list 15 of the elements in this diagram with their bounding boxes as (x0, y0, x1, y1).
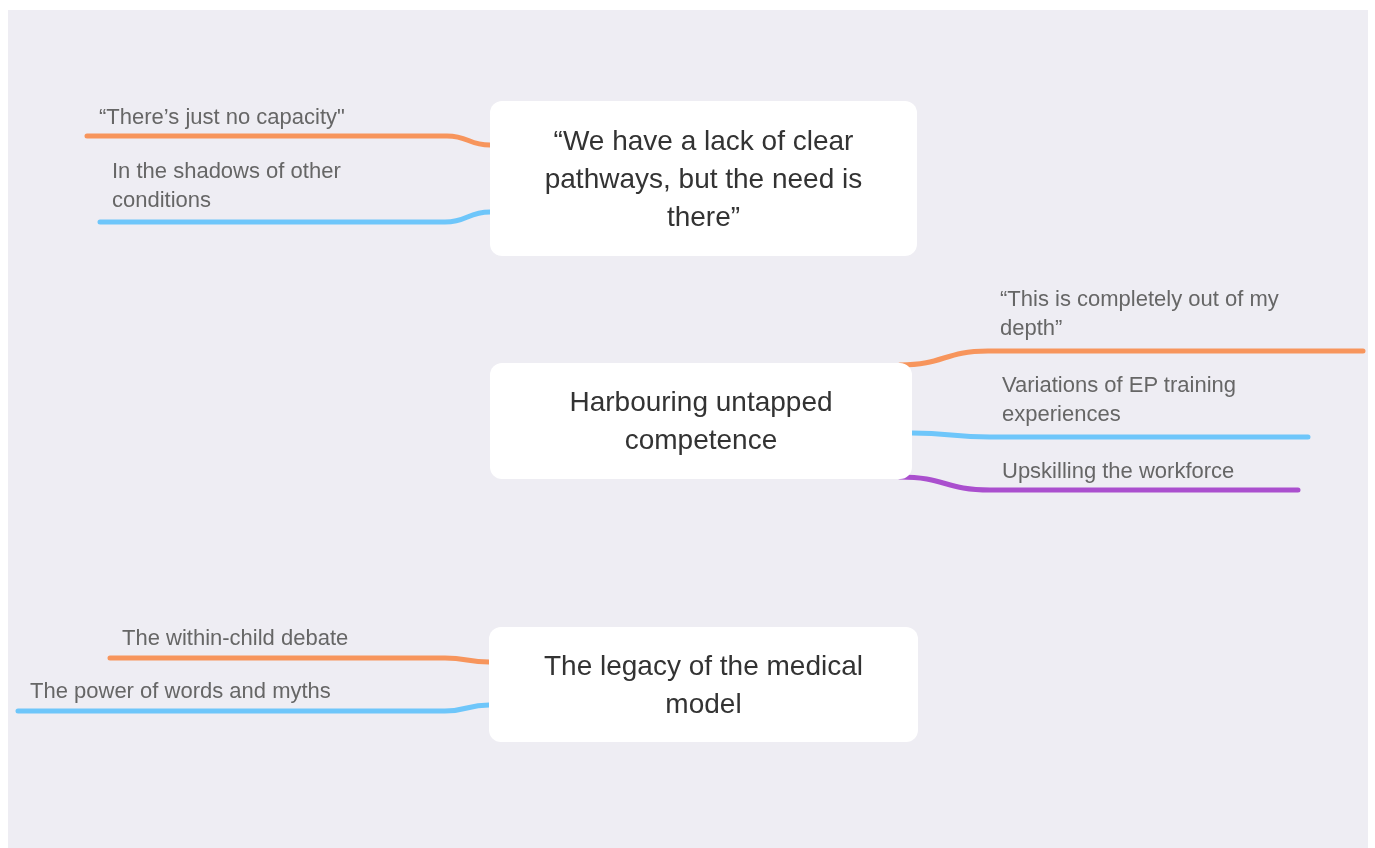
topic-box (489, 627, 918, 742)
subtopic-label: “This is completely out of my depth” (988, 284, 1363, 351)
topic-box (490, 363, 912, 479)
subtopic-label: In the shadows of other conditions (100, 156, 445, 222)
branch-line (897, 348, 1366, 368)
topic-text: The legacy of the medical model (542, 648, 865, 721)
topic-text: Harbouring untapped competence (568, 385, 834, 457)
subtopic-label: Upskilling the workforce (990, 456, 1298, 490)
topic-text: “We have a lack of clear pathways, but the need is there” (543, 123, 864, 234)
subtopic-label: The within-child debate (110, 623, 445, 658)
branch-line (897, 474, 1301, 493)
subtopic-label: The power of words and myths (18, 676, 445, 711)
topic-box (490, 101, 917, 256)
subtopic-label: “There’s just no capacity" (87, 102, 447, 136)
subtopic-label: Variations of EP training experiences (990, 370, 1308, 437)
